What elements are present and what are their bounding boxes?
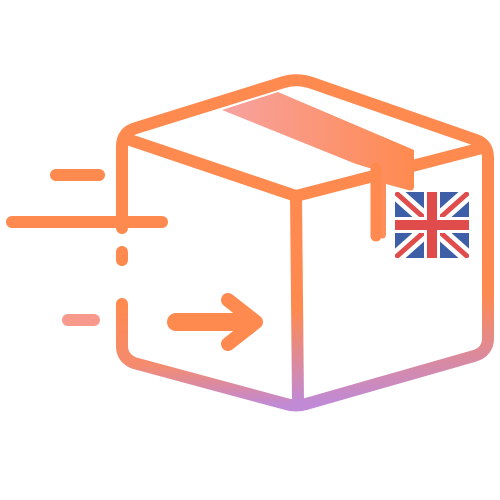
union-jack-flag-icon xyxy=(395,192,469,258)
tape-strip xyxy=(222,92,414,239)
parcel-box-icon xyxy=(116,74,494,412)
speed-lines-icon xyxy=(6,169,190,326)
box-front-edge xyxy=(290,190,304,408)
box-right-face xyxy=(300,152,494,410)
arrow-head xyxy=(221,293,263,351)
arrow-right-icon xyxy=(167,293,263,351)
packing-tape xyxy=(222,92,414,242)
box-top-front-edge xyxy=(124,134,488,202)
